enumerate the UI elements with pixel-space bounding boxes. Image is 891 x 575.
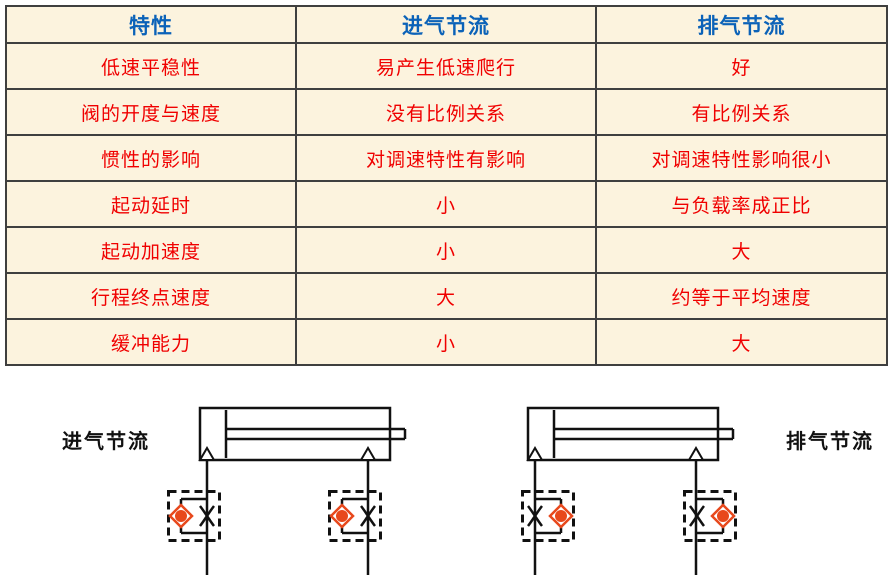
table-cell: 起动加速度 xyxy=(5,226,297,274)
meter-out-label: 排气节流 xyxy=(786,431,874,453)
speed-control-valve xyxy=(328,490,382,542)
table-cell: 好 xyxy=(595,42,888,90)
table-cell: 小 xyxy=(295,180,597,228)
table-cell: 小 xyxy=(295,226,597,274)
column-header-meter-out: 排气节流 xyxy=(595,5,888,44)
table-row: 惯性的影响 对调速特性有影响 对调速特性影响很小 xyxy=(5,134,888,182)
speed-control-valve xyxy=(167,490,221,542)
table-cell: 缓冲能力 xyxy=(5,318,297,366)
table-cell: 约等于平均速度 xyxy=(595,272,888,320)
table-cell: 对调速特性有影响 xyxy=(295,134,597,182)
meter-out-circuit-diagram xyxy=(521,406,737,575)
table-row: 起动延时 小 与负载率成正比 xyxy=(5,180,888,228)
table-cell: 没有比例关系 xyxy=(295,88,597,136)
table-row: 低速平稳性 易产生低速爬行 好 xyxy=(5,42,888,90)
table-cell: 低速平稳性 xyxy=(5,42,297,90)
table-cell: 大 xyxy=(595,318,888,366)
table-cell: 与负载率成正比 xyxy=(595,180,888,228)
meter-in-label: 进气节流 xyxy=(62,431,150,453)
table-cell: 小 xyxy=(295,318,597,366)
table-row: 行程终点速度 大 约等于平均速度 xyxy=(5,272,888,320)
table-cell: 惯性的影响 xyxy=(5,134,297,182)
meter-in-circuit-diagram xyxy=(167,406,407,575)
table-row: 起动加速度 小 大 xyxy=(5,226,888,274)
column-header-characteristic: 特性 xyxy=(5,5,297,44)
diagram-area: 进气节流 排气节流 xyxy=(0,395,891,575)
table-cell: 有比例关系 xyxy=(595,88,888,136)
table-row: 缓冲能力 小 大 xyxy=(5,318,888,366)
table-cell: 起动延时 xyxy=(5,180,297,228)
table-cell: 阀的开度与速度 xyxy=(5,88,297,136)
comparison-table: 特性 进气节流 排气节流 低速平稳性 易产生低速爬行 好 阀的开度与速度 没有比… xyxy=(5,5,888,366)
table-cell: 大 xyxy=(595,226,888,274)
table-header-row: 特性 进气节流 排气节流 xyxy=(5,5,888,44)
table-cell: 大 xyxy=(295,272,597,320)
column-header-meter-in: 进气节流 xyxy=(295,5,597,44)
table-cell: 行程终点速度 xyxy=(5,272,297,320)
table-row: 阀的开度与速度 没有比例关系 有比例关系 xyxy=(5,88,888,136)
table-cell: 易产生低速爬行 xyxy=(295,42,597,90)
speed-control-valve xyxy=(683,490,737,542)
speed-control-valve xyxy=(521,490,575,542)
table-cell: 对调速特性影响很小 xyxy=(595,134,888,182)
